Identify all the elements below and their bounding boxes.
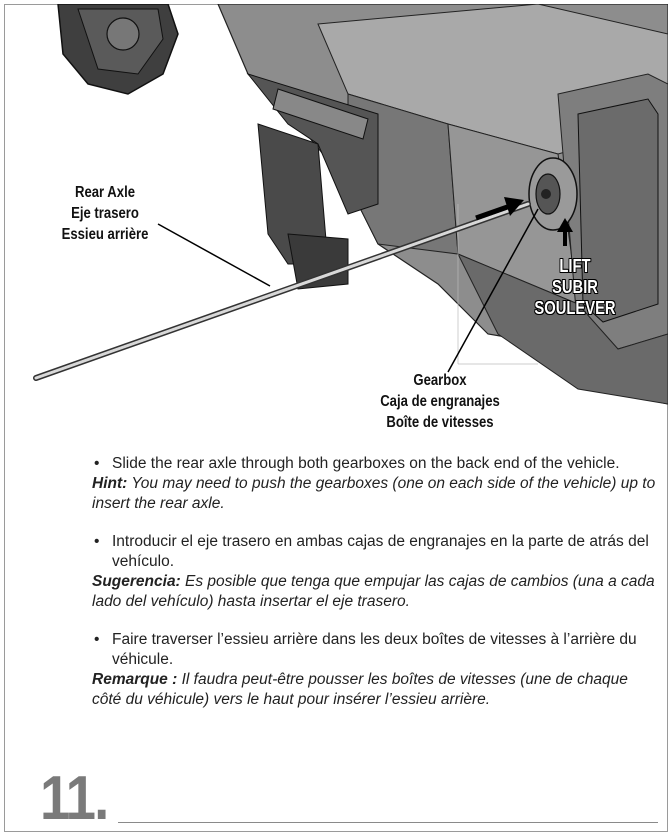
step-divider	[118, 822, 658, 823]
instruction-text: Slide the rear axle through both gearbox…	[112, 455, 620, 472]
hint-body: Es posible que tenga que empujar las caj…	[92, 573, 655, 610]
hint-body: You may need to push the gearboxes (one …	[92, 475, 656, 512]
vehicle-rear-axle-illustration	[33, 4, 668, 405]
hint-text: Remarque : Il faudra peut-être pousser l…	[92, 670, 657, 710]
lift-callout: LIFT SUBIR SOULEVER	[534, 256, 616, 318]
hint-label: Hint:	[92, 475, 128, 492]
hint-label: Sugerencia:	[92, 573, 181, 590]
bullet-dot: •	[94, 631, 100, 648]
bullet-dot: •	[94, 455, 100, 472]
rear-axle-callout: Rear Axle Eje trasero Essieu arrière	[61, 184, 149, 243]
instruction-french: • Faire traverser l’essieu arrière dans …	[92, 630, 657, 710]
step-number: 11.	[40, 764, 109, 833]
instructions-text: • Slide the rear axle through both gearb…	[92, 454, 657, 728]
instruction-bullet: • Introducir el eje trasero en ambas caj…	[92, 532, 657, 572]
hint-label: Remarque :	[92, 671, 178, 688]
hint-text: Sugerencia: Es posible que tenga que emp…	[92, 572, 657, 612]
instruction-english: • Slide the rear axle through both gearb…	[92, 454, 657, 514]
instruction-bullet: • Slide the rear axle through both gearb…	[92, 454, 657, 474]
instruction-spanish: • Introducir el eje trasero en ambas caj…	[92, 532, 657, 612]
instruction-text: Introducir el eje trasero en ambas cajas…	[112, 533, 649, 570]
hint-body: Il faudra peut-être pousser les boîtes d…	[92, 671, 628, 708]
instruction-bullet: • Faire traverser l’essieu arrière dans …	[92, 630, 657, 670]
gearbox-callout: Gearbox Caja de engranajes Boîte de vite…	[380, 372, 500, 431]
instruction-text: Faire traverser l’essieu arrière dans le…	[112, 631, 637, 668]
bullet-dot: •	[94, 533, 100, 550]
hint-text: Hint: You may need to push the gearboxes…	[92, 474, 657, 514]
